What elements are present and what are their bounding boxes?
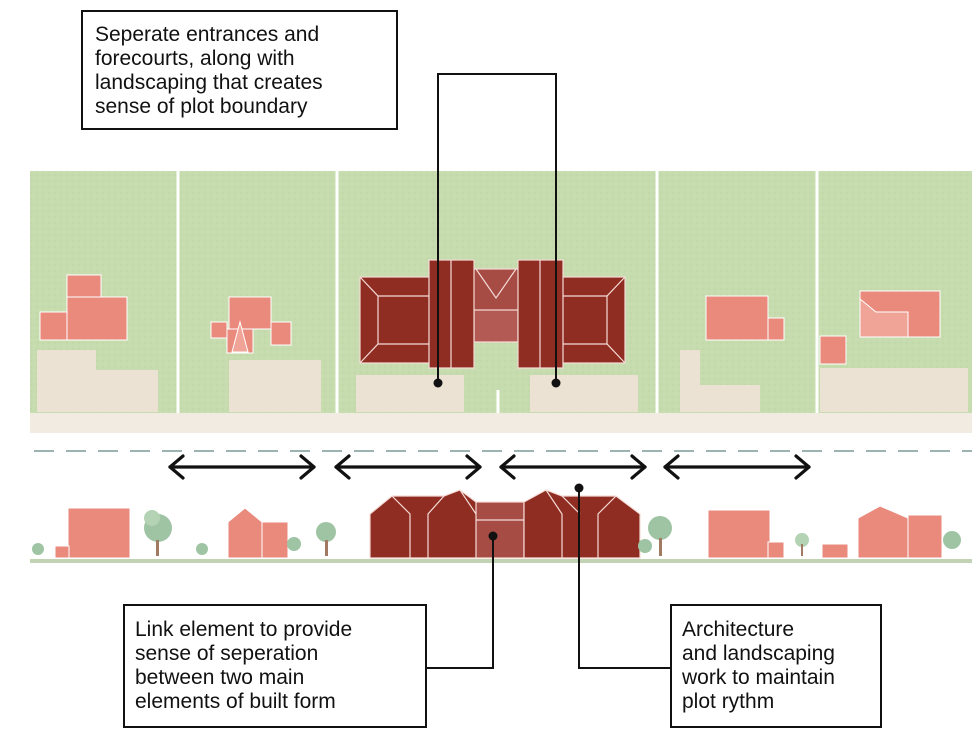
- callout-plot-boundary: Seperate entrances and forecourts, along…: [81, 10, 398, 130]
- shrub-icon: [32, 543, 44, 555]
- callout-line: Link element to provide: [135, 618, 353, 641]
- double-headed-arrow-icon: [334, 454, 482, 480]
- plot-rhythm-arrows: [168, 454, 811, 480]
- feature-building-elevation: [369, 489, 641, 559]
- shrub-icon: [943, 531, 961, 549]
- tree-icon: [144, 510, 172, 556]
- shrub-icon: [638, 539, 652, 553]
- leader-dot-icon: [488, 531, 498, 541]
- callout-line: Architecture: [682, 618, 795, 641]
- leader-dot-icon: [574, 483, 584, 493]
- double-headed-arrow-icon: [663, 454, 811, 480]
- pavement: [30, 413, 972, 433]
- callout-line: between two main: [135, 666, 305, 689]
- tree-icon: [795, 533, 809, 556]
- leader-dot-icon: [551, 378, 561, 388]
- plan-view: [30, 171, 972, 452]
- leader-dots: [433, 378, 584, 541]
- callout-line: landscaping that creates: [95, 71, 323, 94]
- neighbour-buildings-plan: [39, 274, 941, 365]
- callout-line: elements of built form: [135, 690, 336, 713]
- callout-link-element: Link element to provide sense of seperat…: [123, 604, 427, 728]
- plot-boundaries: [176, 171, 819, 416]
- callout-line: work to maintain: [682, 666, 835, 689]
- tree-icon: [316, 522, 336, 556]
- callout-plot-rhythm: Architecture and landscaping work to mai…: [670, 604, 882, 728]
- leader-dot-icon: [433, 378, 443, 388]
- callout-line: sense of seperation: [135, 642, 319, 665]
- link-element-elevation: [473, 501, 525, 559]
- trees: [32, 510, 961, 556]
- callout-line: forecourts, along with: [95, 47, 295, 70]
- tree-icon: [648, 516, 672, 556]
- double-headed-arrow-icon: [168, 454, 316, 480]
- street-elevation: [30, 489, 972, 563]
- callout-line: Seperate entrances and: [95, 23, 320, 46]
- forecourts: [37, 350, 968, 412]
- double-headed-arrow-icon: [499, 454, 647, 480]
- neighbour-buildings-elevation: [54, 505, 943, 559]
- leader-lines: [426, 73, 670, 669]
- callout-line: sense of plot boundary: [95, 95, 308, 118]
- callout-line: and landscaping: [682, 642, 835, 665]
- shrub-icon: [196, 543, 208, 555]
- callout-line: plot rythm: [682, 690, 775, 713]
- shrub-icon: [287, 537, 301, 551]
